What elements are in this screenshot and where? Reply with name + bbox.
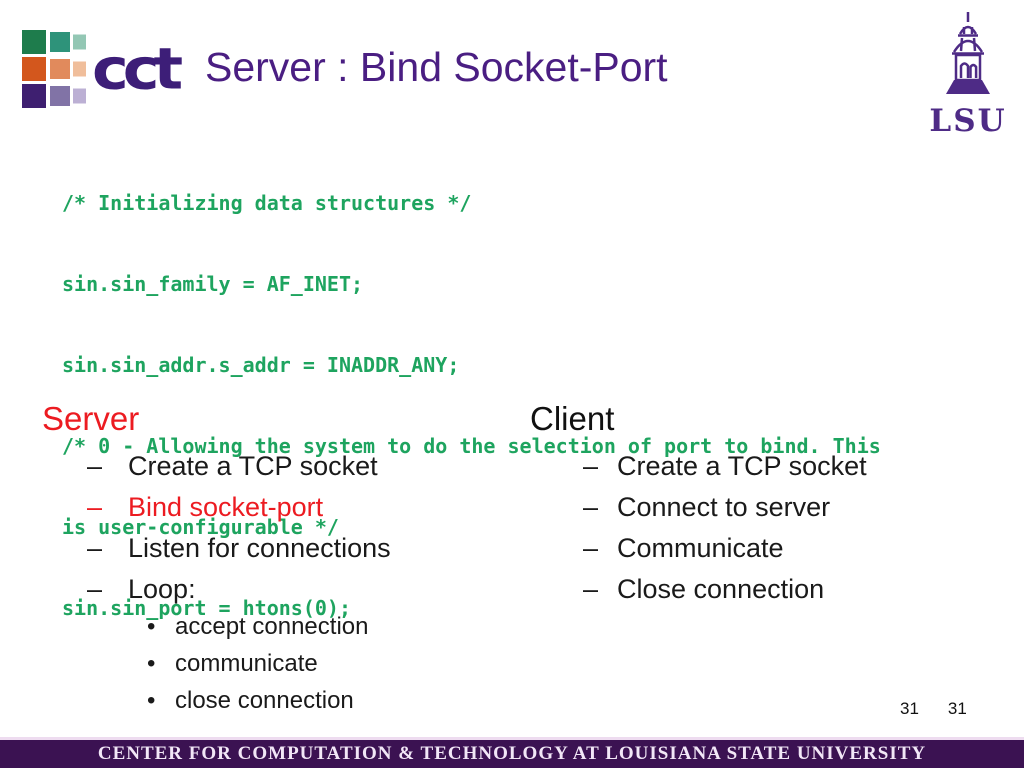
footer-text: CENTER FOR COMPUTATION & TECHNOLOGY AT L… (97, 743, 927, 764)
list-item-label: Communicate (617, 533, 784, 563)
code-line: sin.sin_family = AF_INET; (62, 272, 364, 296)
code-block: /* Initializing data structures */ sin.s… (62, 136, 881, 768)
list-item: – Connect to server (583, 487, 867, 528)
list-item-label: Loop: (128, 574, 196, 604)
list-item-label: Create a TCP socket (617, 451, 867, 481)
code-line: /* 0 - Allowing the system to do the sel… (62, 434, 881, 458)
list-item: – Create a TCP socket (87, 446, 391, 487)
cct-logo-text: cct (92, 34, 183, 103)
sub-list-item: • close connection (147, 682, 368, 719)
list-item-label: Bind socket-port (128, 492, 324, 522)
dot-bullet: • (147, 687, 156, 714)
page-number: 31 (947, 699, 967, 718)
sub-item-label: accept connection (175, 613, 369, 640)
dot-bullet: • (147, 613, 156, 640)
sub-list-item: • communicate (147, 645, 368, 682)
cct-logo: cct (22, 30, 183, 108)
lsu-tower-icon (946, 12, 990, 94)
cct-cubes-icon (22, 30, 86, 108)
footer-bar: CENTER FOR COMPUTATION & TECHNOLOGY AT L… (0, 737, 1024, 768)
dash-bullet: – (87, 451, 103, 481)
code-line: sin.sin_port = htons(0); (62, 596, 351, 620)
sub-item-label: close connection (175, 687, 354, 714)
dash-bullet: – (87, 533, 103, 563)
code-line: /* Initializing data structures */ (62, 191, 472, 215)
client-heading: Client (530, 400, 615, 437)
dot-bullet: • (147, 650, 156, 677)
list-item: – Loop: (87, 569, 391, 610)
list-item: – Communicate (583, 528, 867, 569)
server-heading: Server (42, 400, 140, 437)
dash-bullet: – (583, 574, 599, 604)
server-loop-sublist: • accept connection • communicate • clos… (147, 608, 368, 719)
dash-bullet: – (583, 451, 599, 481)
code-line: is user-configurable */ (62, 515, 339, 539)
dash-bullet: – (583, 492, 599, 522)
page-numbers: 31 31 (900, 699, 967, 719)
page-title: Server : Bind Socket-Port (205, 44, 668, 90)
list-item-label: Create a TCP socket (128, 451, 378, 481)
list-item: – Close connection (583, 569, 867, 610)
server-list: – Create a TCP socket – Bind socket-port… (87, 446, 391, 610)
list-item-label: Connect to server (617, 492, 831, 522)
list-item-label: Listen for connections (128, 533, 391, 563)
sub-item-label: communicate (175, 650, 318, 677)
list-item: – Listen for connections (87, 528, 391, 569)
sub-list-item: • accept connection (147, 608, 368, 645)
client-list: – Create a TCP socket – Connect to serve… (583, 446, 867, 610)
code-line: sin.sin_addr.s_addr = INADDR_ANY; (62, 353, 460, 377)
dash-bullet: – (87, 574, 103, 604)
dash-bullet: – (87, 492, 103, 522)
list-item-label: Close connection (617, 574, 825, 604)
lsu-logo: LSU (926, 12, 1010, 139)
lsu-logo-text: LSU (929, 103, 1007, 139)
list-item-bind-socket-port: – Bind socket-port (87, 487, 391, 528)
list-item: – Create a TCP socket (583, 446, 867, 487)
dash-bullet: – (583, 533, 599, 563)
page-number: 31 (900, 699, 919, 718)
